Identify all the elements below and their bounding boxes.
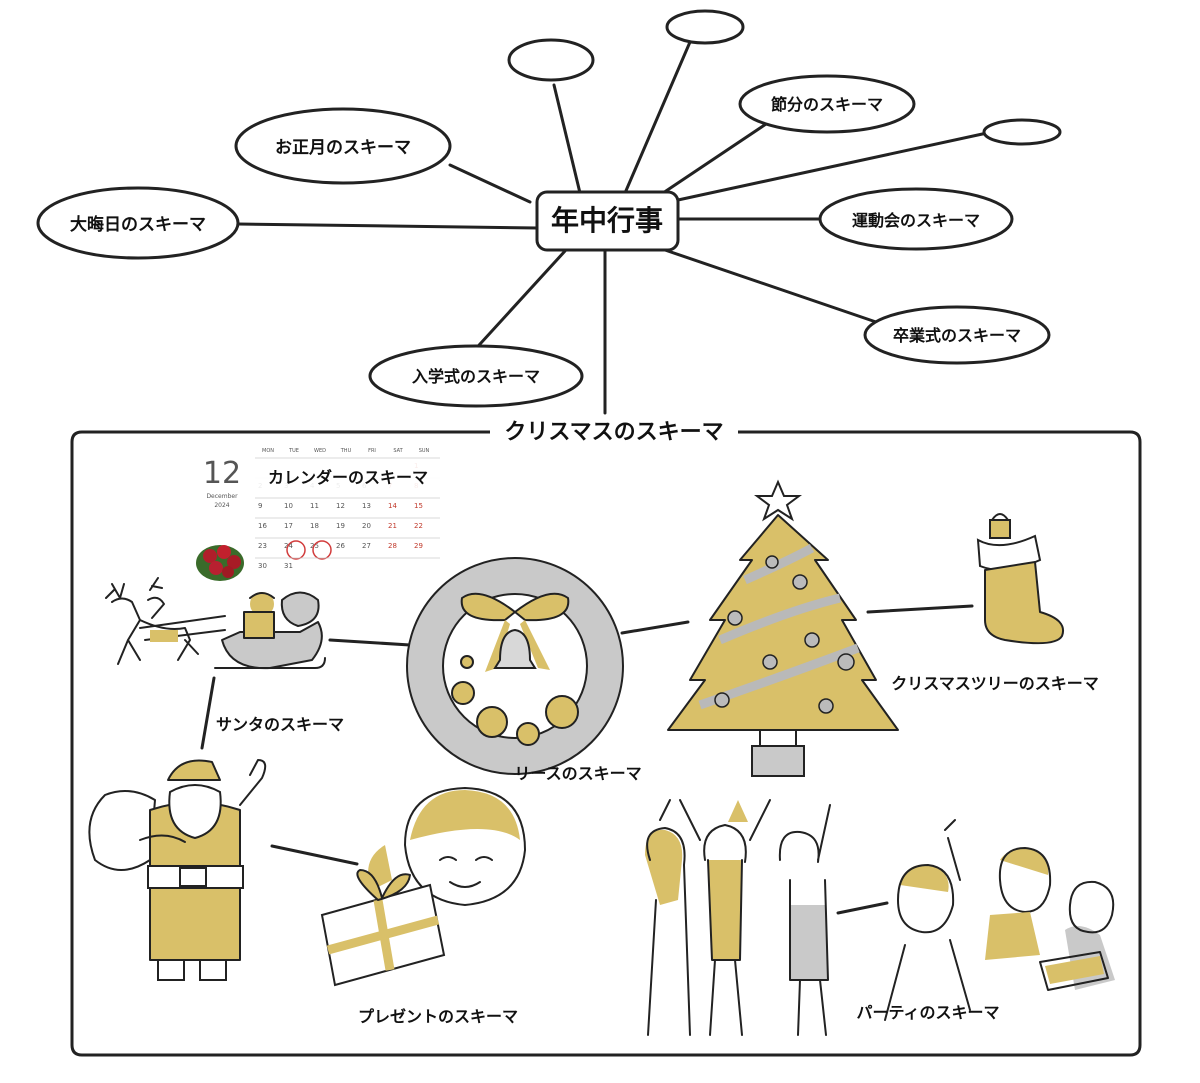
- christmas-title: クリスマスのスキーマ: [504, 420, 723, 445]
- line-setsubun: [658, 118, 774, 197]
- calendar-day: 10: [284, 502, 293, 510]
- calendar-weekday: FRI: [368, 448, 376, 454]
- santa-illustration: [88, 759, 267, 981]
- calendar-day-circle: [286, 540, 306, 560]
- calendar-day: 18: [310, 522, 319, 530]
- party-men-illustration: [884, 819, 1115, 1021]
- calendar-day: 29: [414, 542, 423, 550]
- calendar-day: 21: [388, 522, 397, 530]
- calendar-weekday: SAT: [393, 448, 403, 454]
- label-tree: クリスマスツリーのスキーマ: [891, 674, 1099, 693]
- calendar-day: 9: [258, 502, 262, 510]
- tree-illustration: [667, 479, 899, 777]
- line-santa-wreath: [328, 638, 412, 647]
- node-nyuugakushiki: 入学式のスキーマ: [368, 344, 584, 408]
- wreath-illustration: [406, 557, 624, 775]
- calendar-day: 16: [258, 522, 267, 530]
- calendar-day: 23: [258, 542, 267, 550]
- christmas-frame: クリスマスのスキーマ: [70, 420, 1142, 1057]
- center-label: 年中行事: [551, 204, 663, 237]
- calendar: 12 December 2024 MON TUE WED THU FRI SAT SUN 12…: [196, 448, 445, 581]
- label-party: パーティのスキーマ: [856, 1003, 999, 1022]
- connector-lines: [236, 40, 989, 415]
- label-oomisoka: 大晦日のスキーマ: [70, 214, 206, 235]
- calendar-weekday: SUN: [419, 448, 430, 454]
- calendar-weekday: TUE: [288, 448, 299, 454]
- calendar-day: 28: [388, 542, 397, 550]
- node-empty1: [507, 38, 595, 82]
- node-setsubun: 節分のスキーマ: [738, 74, 916, 134]
- party-women-illustration: [645, 799, 831, 1036]
- label-santa: サンタのスキーマ: [216, 715, 344, 734]
- label-calendar: カレンダーのスキーマ: [268, 468, 428, 487]
- node-sotsugyoushiki: 卒業式のスキーマ: [863, 305, 1051, 365]
- calendar-month-name: December: [206, 493, 238, 500]
- inner-connectors: [200, 604, 974, 915]
- reindeer-sleigh-illustration: [105, 577, 326, 670]
- calendar-day-circle: [312, 540, 332, 560]
- calendar-weekday: MON: [262, 448, 274, 454]
- calendar-weekday: WED: [314, 448, 326, 454]
- line-oomisoka: [236, 222, 539, 230]
- calendar-day: 19: [336, 522, 345, 530]
- label-setsubun: 節分のスキーマ: [770, 95, 883, 114]
- label-nyuugakushiki: 入学式のスキーマ: [412, 367, 540, 386]
- line-oshougatsu: [448, 163, 532, 204]
- calendar-weekday: THU: [340, 448, 352, 454]
- line-party: [836, 901, 889, 915]
- stocking-illustration: [976, 513, 1064, 645]
- node-empty2: [665, 9, 745, 45]
- calendar-day: 30: [258, 562, 267, 570]
- node-oomisoka: 大晦日のスキーマ: [36, 186, 240, 260]
- calendar-day: 31: [284, 562, 293, 570]
- node-undoukai: 運動会のスキーマ: [818, 187, 1014, 251]
- label-oshougatsu: お正月のスキーマ: [275, 138, 411, 158]
- calendar-day: 12: [336, 502, 345, 510]
- calendar-month-number: 12: [203, 456, 241, 491]
- flower-icon: [196, 545, 244, 581]
- calendar-day: 27: [362, 542, 371, 550]
- label-wreath: リースのスキーマ: [514, 764, 641, 783]
- line-empty2: [623, 40, 692, 195]
- calendar-day: 26: [336, 542, 345, 550]
- line-sotsugyoushiki: [663, 248, 878, 324]
- calendar-day: 15: [414, 502, 423, 510]
- node-oshougatsu: お正月のスキーマ: [234, 107, 452, 185]
- line-empty1: [552, 83, 582, 195]
- line-wreath-tree: [620, 620, 690, 635]
- line-santa-present: [270, 844, 359, 866]
- calendar-year: 2024: [214, 502, 229, 509]
- calendar-day: 17: [284, 522, 293, 530]
- calendar-day: 11: [310, 502, 319, 510]
- calendar-day: 20: [362, 522, 371, 530]
- line-empty3: [676, 131, 989, 202]
- line-tree-stocking: [866, 604, 974, 614]
- calendar-day: 14: [388, 502, 397, 510]
- line-sleigh-santa: [200, 676, 216, 750]
- present-illustration: [320, 787, 526, 987]
- center-node: 年中行事: [535, 190, 680, 252]
- label-undoukai: 運動会のスキーマ: [852, 211, 980, 230]
- calendar-day: 22: [414, 522, 423, 530]
- line-nyuugakushiki: [468, 249, 567, 357]
- label-present: プレゼントのスキーマ: [358, 1007, 518, 1026]
- label-sotsugyoushiki: 卒業式のスキーマ: [893, 326, 1021, 345]
- node-empty3: [982, 118, 1062, 146]
- calendar-day: 13: [362, 502, 371, 510]
